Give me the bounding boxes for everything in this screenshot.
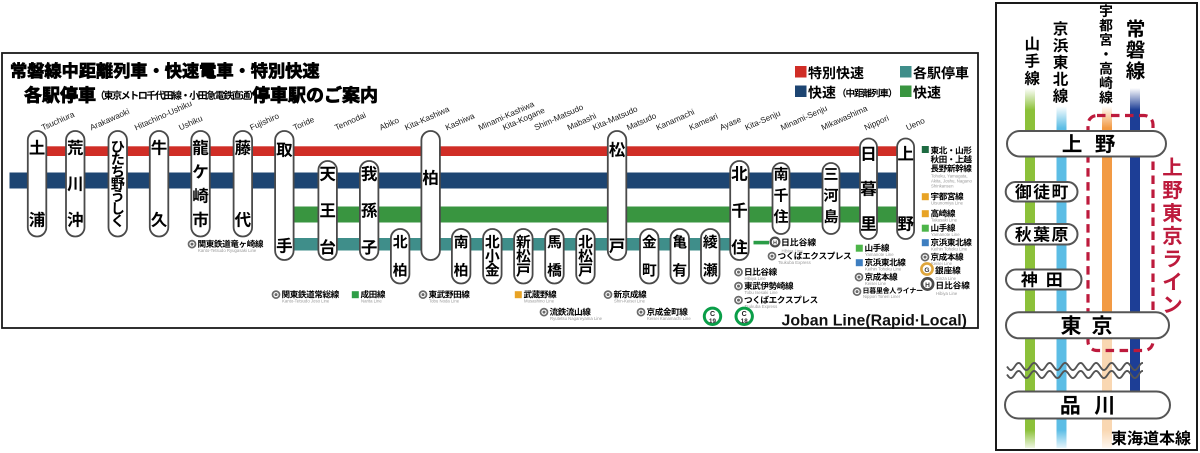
svg-text:Ryutetsu Nagareyama Line: Ryutetsu Nagareyama Line (550, 316, 603, 321)
svg-text:H: H (925, 282, 930, 289)
svg-text:Shinkansen: Shinkansen (931, 184, 954, 189)
svg-text:Nippori Toneri Liner: Nippori Toneri Liner (863, 294, 901, 299)
svg-text:Keihin Tohoku Line: Keihin Tohoku Line (865, 266, 902, 271)
svg-text:Utsunomiya Line: Utsunomiya Line (931, 200, 964, 205)
svg-text:Kanto-Tetsudo Joso Line: Kanto-Tetsudo Joso Line (282, 298, 330, 303)
svg-text:Ginza Line: Ginza Line (936, 276, 957, 281)
svg-text:Akita, Joshu, Nagano: Akita, Joshu, Nagano (931, 179, 972, 184)
svg-text:Tobu Noda Line: Tobu Noda Line (429, 298, 460, 303)
svg-text:Tobu Isesaki Line: Tobu Isesaki Line (745, 290, 779, 295)
svg-text:Musashino Line: Musashino Line (524, 298, 555, 303)
svg-text:G: G (924, 267, 929, 274)
svg-text:Tohoku, Yamagata,: Tohoku, Yamagata, (931, 174, 968, 179)
svg-text:Yamanote Line: Yamanote Line (931, 232, 960, 237)
svg-text:Takasaki Line: Takasaki Line (931, 217, 958, 222)
svg-text:Hibiya Line: Hibiya Line (782, 249, 804, 254)
svg-text:Narita Line: Narita Line (361, 298, 382, 303)
svg-text:Keisei Line: Keisei Line (865, 281, 887, 286)
svg-text:Shin-Keisei Line: Shin-Keisei Line (614, 298, 646, 303)
svg-text:H: H (773, 240, 777, 246)
svg-text:Keisei Kanamachi Line: Keisei Kanamachi Line (647, 316, 691, 321)
svg-text:Keisei Line: Keisei Line (931, 261, 953, 266)
svg-text:18: 18 (741, 318, 748, 325)
svg-text:Yamanote Line: Yamanote Line (865, 252, 894, 257)
svg-text:19: 19 (709, 318, 716, 325)
svg-text:Keihin Tohoku Line: Keihin Tohoku Line (931, 246, 968, 251)
svg-text:Joban Line(Rapid·Local): Joban Line(Rapid·Local) (782, 313, 967, 330)
svg-text:C: C (742, 311, 747, 318)
svg-text:Kanto-Tetsudo Ryugasaki Line: Kanto-Tetsudo Ryugasaki Line (198, 248, 257, 253)
svg-text:Tsukuba Express: Tsukuba Express (745, 304, 778, 309)
svg-text:Hibiya Line: Hibiya Line (936, 291, 958, 296)
svg-text:Tsukuba Express: Tsukuba Express (778, 260, 811, 265)
svg-text:Hibiya Line: Hibiya Line (745, 276, 767, 281)
svg-text:C: C (710, 311, 715, 318)
